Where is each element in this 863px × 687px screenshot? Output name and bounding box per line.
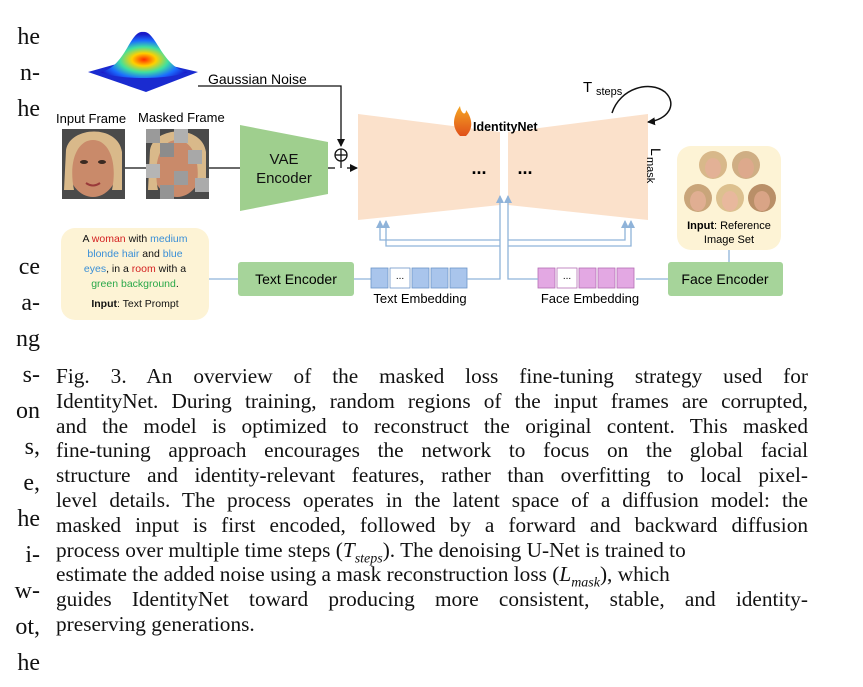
math-l-sub: mask (571, 575, 600, 591)
prompt-word-woman: woman (91, 233, 126, 245)
left-fragment: ce (18, 254, 40, 280)
prompt-text: , in a (106, 263, 132, 275)
text-embedding-label: Text Embedding (373, 291, 466, 306)
left-fragment: ng (16, 326, 40, 352)
caption-line: estimate the added noise using a mask re… (56, 562, 670, 591)
left-fragment: he (17, 24, 40, 50)
t-steps-sub: steps (596, 86, 623, 98)
prompt-word-eyes: eyes (83, 263, 107, 275)
math-t-sub: steps (354, 550, 383, 566)
t-steps-loop-arrow (611, 85, 672, 126)
caption-line: IdentityNet. During training, random reg… (56, 388, 808, 413)
unet-encoder-block (358, 114, 500, 220)
face-encoder-block (668, 262, 783, 296)
prompt-text: with a (155, 263, 187, 275)
masked-frame-label: Masked Frame (138, 110, 225, 125)
prompt-text: A (82, 233, 92, 245)
reference-faces (684, 151, 776, 212)
input-frame-label: Input Frame (56, 111, 126, 126)
identitynet-label: IdentityNet (473, 120, 538, 134)
caption-line: structure and identity-relevant features… (56, 463, 808, 488)
gaussian-noise-plot (88, 31, 198, 92)
caption-line: process over multiple time steps (Tsteps… (56, 537, 686, 566)
text-encoder-block (238, 262, 354, 296)
input-frame-image (62, 129, 125, 199)
caption-line: fine-tuning approach encourages the netw… (56, 438, 808, 463)
figure-caption: Fig. 3. An overview of the masked loss f… (56, 364, 808, 637)
left-fragment: s- (22, 362, 40, 388)
left-fragment: n- (20, 60, 40, 86)
prompt-caption: : Text Prompt (116, 298, 179, 310)
vae-encoder (240, 125, 328, 211)
unet-dots-left: ... (471, 158, 486, 178)
face-encoder-label: Face Encoder (681, 271, 768, 287)
text-prompt-panel: A woman with medium blonde hair and blue… (61, 228, 209, 320)
caption-line: preserving generations. (56, 611, 255, 636)
text-embedding-dots: ... (396, 271, 404, 282)
t-steps-main: T (583, 79, 592, 96)
text-encoder-label: Text Encoder (255, 271, 337, 287)
math-t: T (342, 537, 355, 562)
prompt-word-blue: blue (162, 248, 183, 260)
noise-arrow (198, 85, 345, 147)
left-fragment: w- (14, 578, 40, 604)
vae-encoder-line1: VAE (270, 151, 299, 168)
left-fragment: e, (23, 470, 40, 496)
left-fragment: on (16, 398, 40, 424)
prompt-word-room: room (131, 263, 156, 275)
caption-line: guides IdentityNet toward producing more… (56, 587, 808, 612)
face-embedding-label: Face Embedding (541, 291, 639, 306)
caption-line: and the model is optimized to reconstruc… (56, 413, 808, 438)
caption-line: Fig. 3. An overview of the masked loss f… (56, 364, 808, 388)
math-l: L (559, 562, 572, 587)
reference-caption: Input: Reference (687, 220, 771, 232)
face-embedding-dots: ... (563, 271, 571, 282)
caption-line: level details. The process operates in t… (56, 487, 808, 512)
left-fragment: ot, (15, 614, 40, 640)
caption-line: masked input is first encoded, followed … (56, 512, 808, 537)
face-embedding (537, 267, 635, 289)
gaussian-noise-label: Gaussian Noise (208, 71, 307, 87)
left-fragment: he (17, 650, 40, 676)
unet-decoder-block (508, 114, 648, 220)
l-mask-sub: mask (644, 157, 656, 184)
prompt-text: . (175, 278, 179, 290)
prompt-text: with (125, 233, 151, 245)
prompt-word-green: green background (91, 278, 176, 290)
masked-frame-image (146, 129, 209, 199)
left-fragment: he (17, 96, 40, 122)
left-column-text: he n- he ce a- ng s- on s, e, he i- w- o… (0, 0, 40, 687)
left-fragment: he (17, 506, 40, 532)
l-mask-main: L (648, 148, 664, 156)
prompt-word-medium: medium (150, 233, 188, 245)
prompt-text: and (139, 248, 163, 260)
unet-dots-right: ... (517, 158, 532, 178)
left-fragment: a- (21, 290, 40, 316)
fire-icon (454, 106, 472, 136)
reference-caption-line2: Image Set (704, 234, 754, 246)
prompt-caption-bold: Input (91, 298, 117, 310)
conditioning-arrows (376, 195, 635, 280)
text-embedding (370, 267, 468, 289)
prompt-word-hair: blonde hair (87, 248, 140, 260)
left-fragment: i- (25, 542, 40, 568)
left-fragment: s, (24, 434, 40, 460)
vae-encoder-line2: Encoder (256, 170, 312, 187)
